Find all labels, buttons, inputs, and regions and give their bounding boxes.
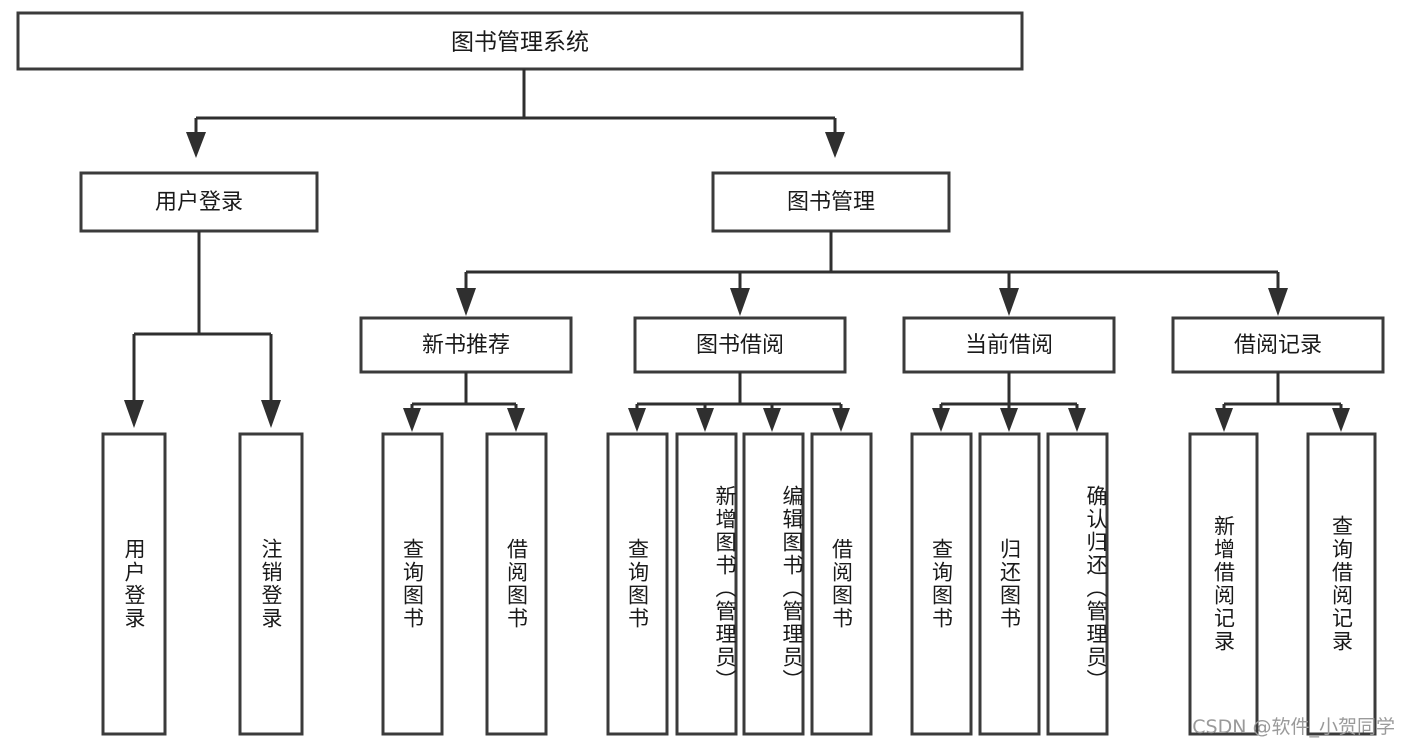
arrow-head-icon — [730, 288, 750, 316]
node-current-borrow-box[interactable] — [902, 316, 1116, 374]
arrow-head-icon — [832, 408, 850, 432]
node-book-management[interactable]: 图书管理 — [711, 171, 951, 233]
arrow-head-icon — [507, 408, 525, 432]
arrow-head-icon — [932, 408, 950, 432]
arrow-head-icon — [261, 400, 281, 428]
arrow-head-icon — [1000, 408, 1018, 432]
leaf-box-confirm-return-admin[interactable] — [1046, 432, 1109, 736]
node-book-management-label: 图书管理 — [787, 190, 875, 215]
leaf-box-query-books-3[interactable] — [910, 432, 973, 736]
connector-root-to-level2 — [186, 69, 845, 158]
arrow-head-icon — [403, 408, 421, 432]
node-borrow-records-label: 借阅记录 — [1234, 333, 1322, 358]
connector-new-book-recommend-to-leaves — [403, 372, 525, 432]
node-book-borrow[interactable]: 图书借阅 — [633, 316, 847, 374]
node-current-borrow[interactable]: 当前借阅 — [902, 316, 1116, 374]
arrow-head-icon — [456, 288, 476, 316]
connector-borrow-records-to-leaves — [1215, 372, 1350, 432]
arrow-head-icon — [696, 408, 714, 432]
leaf-box-borrow-books-2[interactable] — [810, 432, 873, 736]
leaf-box-query-borrow-record[interactable] — [1306, 432, 1377, 736]
leaf-box-add-borrow-record[interactable] — [1188, 432, 1259, 736]
arrow-head-icon — [825, 132, 845, 158]
arrow-head-icon — [1068, 408, 1086, 432]
watermark-text: CSDN @软件_小贺同学 — [1192, 716, 1395, 738]
arrow-head-icon — [1268, 288, 1288, 316]
leaf-box-add-book-admin[interactable] — [675, 432, 738, 736]
arrow-head-icon — [628, 408, 646, 432]
node-book-borrow-label: 图书借阅 — [696, 333, 784, 358]
leaf-box-borrow-books-1[interactable] — [485, 432, 548, 736]
node-current-borrow-label: 当前借阅 — [965, 333, 1053, 358]
node-root-label: 图书管理系统 — [451, 30, 589, 56]
leaf-box-query-books-1[interactable] — [381, 432, 444, 736]
arrow-head-icon — [1215, 408, 1233, 432]
node-user-login-label: 用户登录 — [155, 190, 243, 215]
node-new-book-recommend-box[interactable] — [359, 316, 573, 374]
node-root-box[interactable] — [16, 11, 1024, 71]
connector-book-management-to-level3 — [456, 231, 1288, 316]
node-borrow-records[interactable]: 借阅记录 — [1171, 316, 1385, 374]
arrow-head-icon — [124, 400, 144, 428]
connector-user-login-to-leaves — [124, 231, 281, 428]
leaf-box-user-login[interactable] — [101, 432, 167, 736]
connector-current-borrow-to-leaves — [932, 372, 1086, 432]
leaf-box-return-books[interactable] — [978, 432, 1041, 736]
arrow-head-icon — [763, 408, 781, 432]
leaf-box-logout[interactable] — [238, 432, 304, 736]
arrow-head-icon — [1332, 408, 1350, 432]
arrow-head-icon — [186, 132, 206, 158]
leaf-box-edit-book-admin[interactable] — [742, 432, 805, 736]
node-new-book-recommend-label: 新书推荐 — [422, 333, 510, 358]
leaf-box-query-books-2[interactable] — [606, 432, 669, 736]
connector-book-borrow-to-leaves — [628, 372, 850, 432]
node-user-login-box[interactable] — [79, 171, 319, 233]
node-new-book-recommend[interactable]: 新书推荐 — [359, 316, 573, 374]
node-user-login[interactable]: 用户登录 — [79, 171, 319, 233]
node-root[interactable]: 图书管理系统 — [16, 11, 1024, 71]
arrow-head-icon — [999, 288, 1019, 316]
